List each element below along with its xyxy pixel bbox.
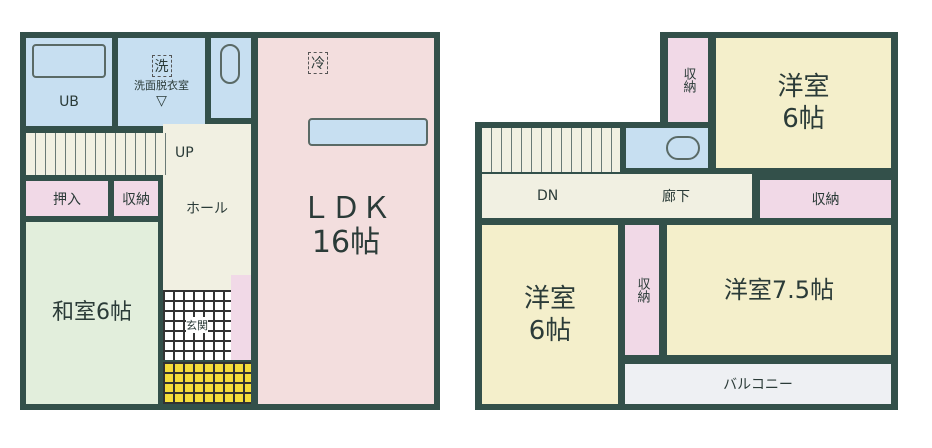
ldk-label: ＬＤＫ — [301, 191, 391, 226]
western-room-top: 洋室 6帖 — [716, 38, 891, 168]
stairs — [26, 133, 166, 175]
room-top-name: 洋室 — [777, 72, 830, 102]
western-room-left: 洋室 6帖 — [482, 225, 618, 404]
room-top-size: 6帖 — [782, 104, 825, 134]
stairs-up-label: UP — [175, 145, 194, 161]
toilet-2f — [626, 128, 708, 168]
stairs-down-label: DN — [537, 188, 559, 204]
balcony: バルコニー — [625, 364, 891, 404]
shoe-closet — [231, 275, 251, 360]
storage-mid: 収納 — [625, 225, 659, 355]
oshiire-label: 押入 — [53, 191, 81, 208]
room-left-name: 洋室 — [523, 283, 576, 314]
room-main-label: 洋室7.5帖 — [723, 276, 835, 304]
storage: 収納 — [114, 181, 158, 216]
hall-label: ホール — [186, 201, 228, 217]
unit-bath-label: UB — [59, 94, 79, 110]
room-left-size: 6帖 — [528, 315, 572, 346]
washroom-label: 洗面脱衣室 — [134, 79, 189, 92]
fridge-icon: 冷 — [308, 52, 328, 74]
corridor-label: 廊下 — [662, 189, 690, 205]
kitchen-counter-icon — [308, 118, 428, 146]
storage-top-label: 収納 — [680, 67, 696, 93]
washitsu: 和室6帖 — [26, 222, 158, 404]
ldk-size: 16帖 — [311, 225, 381, 260]
western-room-main: 洋室7.5帖 — [667, 225, 891, 355]
oshiire: 押入 — [26, 181, 108, 216]
entrance-door[interactable] — [163, 362, 251, 404]
stairs — [482, 128, 620, 172]
entrance: 玄関 — [163, 290, 231, 360]
toilet — [211, 38, 251, 118]
storage-right: 収納 — [760, 180, 891, 218]
unit-bath: UB — [26, 38, 112, 126]
storage-mid-label: 収納 — [634, 277, 650, 303]
ldk: 冷 ＬＤＫ 16帖 — [258, 38, 434, 404]
washitsu-label: 和室6帖 — [52, 300, 132, 325]
washroom: 洗 洗面脱衣室 ▽ — [118, 38, 205, 126]
storage-top: 収納 — [668, 38, 708, 122]
toilet-icon — [666, 136, 700, 160]
entrance-label: 玄関 — [186, 317, 208, 333]
corridor: DN 廊下 — [482, 174, 752, 218]
toilet-icon — [220, 44, 240, 84]
bathtub-icon — [32, 44, 106, 78]
hall: ホール — [163, 124, 251, 292]
washbasin-icon: ▽ — [156, 93, 167, 109]
balcony-label: バルコニー — [723, 377, 793, 393]
storage-right-label: 収納 — [811, 192, 840, 208]
washer-icon: 洗 — [151, 55, 172, 77]
storage-label: 収納 — [122, 191, 150, 208]
